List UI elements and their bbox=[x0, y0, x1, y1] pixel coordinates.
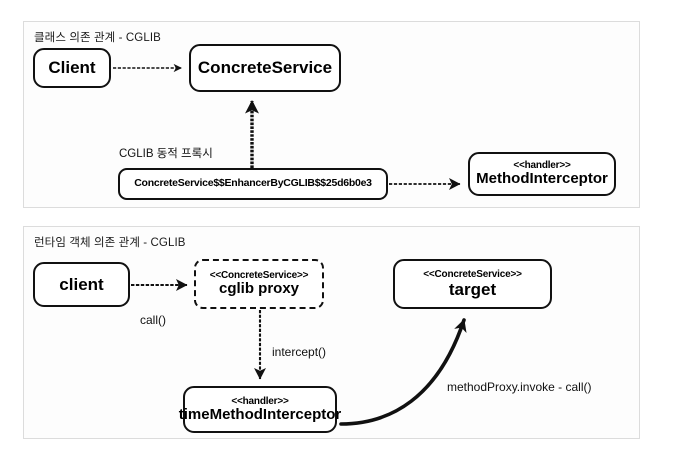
node-concrete-service-label: ConcreteService bbox=[197, 58, 333, 78]
node-client-label: Client bbox=[48, 58, 96, 78]
node-time-method-interceptor-label: timeMethodInterceptor bbox=[178, 405, 342, 423]
node-cglib-proxy-label: cglib proxy bbox=[218, 280, 300, 298]
node-cglib-proxy-class: ConcreteService$$EnhancerByCGLIB$$25d6b0… bbox=[118, 168, 388, 200]
edge-label-call: call() bbox=[140, 313, 166, 327]
node-target-label: target bbox=[448, 280, 497, 300]
edge-label-method-proxy-invoke: methodProxy.invoke - call() bbox=[447, 380, 592, 394]
edge-label-intercept: intercept() bbox=[272, 345, 327, 359]
node-time-method-interceptor-stereotype: <<handler>> bbox=[231, 395, 289, 407]
label-cglib-dynamic-proxy: CGLIB 동적 프록시 bbox=[119, 148, 213, 160]
node-target-stereotype: <<ConcreteService>> bbox=[423, 268, 522, 280]
node-target: <<ConcreteService>> target bbox=[393, 259, 552, 309]
node-time-method-interceptor: <<handler>> timeMethodInterceptor bbox=[179, 386, 341, 433]
node-runtime-client-label: client bbox=[59, 274, 104, 294]
node-method-interceptor-stereotype: <<handler>> bbox=[513, 160, 571, 171]
node-method-interceptor: <<handler>> MethodInterceptor bbox=[468, 152, 616, 196]
node-concrete-service: ConcreteService bbox=[189, 44, 341, 92]
panel-class-dependency-title: 클래스 의존 관계 - CGLIB bbox=[34, 32, 161, 44]
panel-runtime-dependency-title: 런타임 객체 의존 관계 - CGLIB bbox=[34, 237, 186, 249]
node-cglib-proxy: <<ConcreteService>> cglib proxy bbox=[194, 259, 324, 309]
node-client: Client bbox=[33, 48, 111, 88]
node-cglib-proxy-class-label: ConcreteService$$EnhancerByCGLIB$$25d6b0… bbox=[134, 177, 372, 190]
node-cglib-proxy-stereotype: <<ConcreteService>> bbox=[209, 270, 309, 281]
node-runtime-client: client bbox=[33, 262, 130, 307]
node-method-interceptor-label: MethodInterceptor bbox=[476, 170, 608, 188]
